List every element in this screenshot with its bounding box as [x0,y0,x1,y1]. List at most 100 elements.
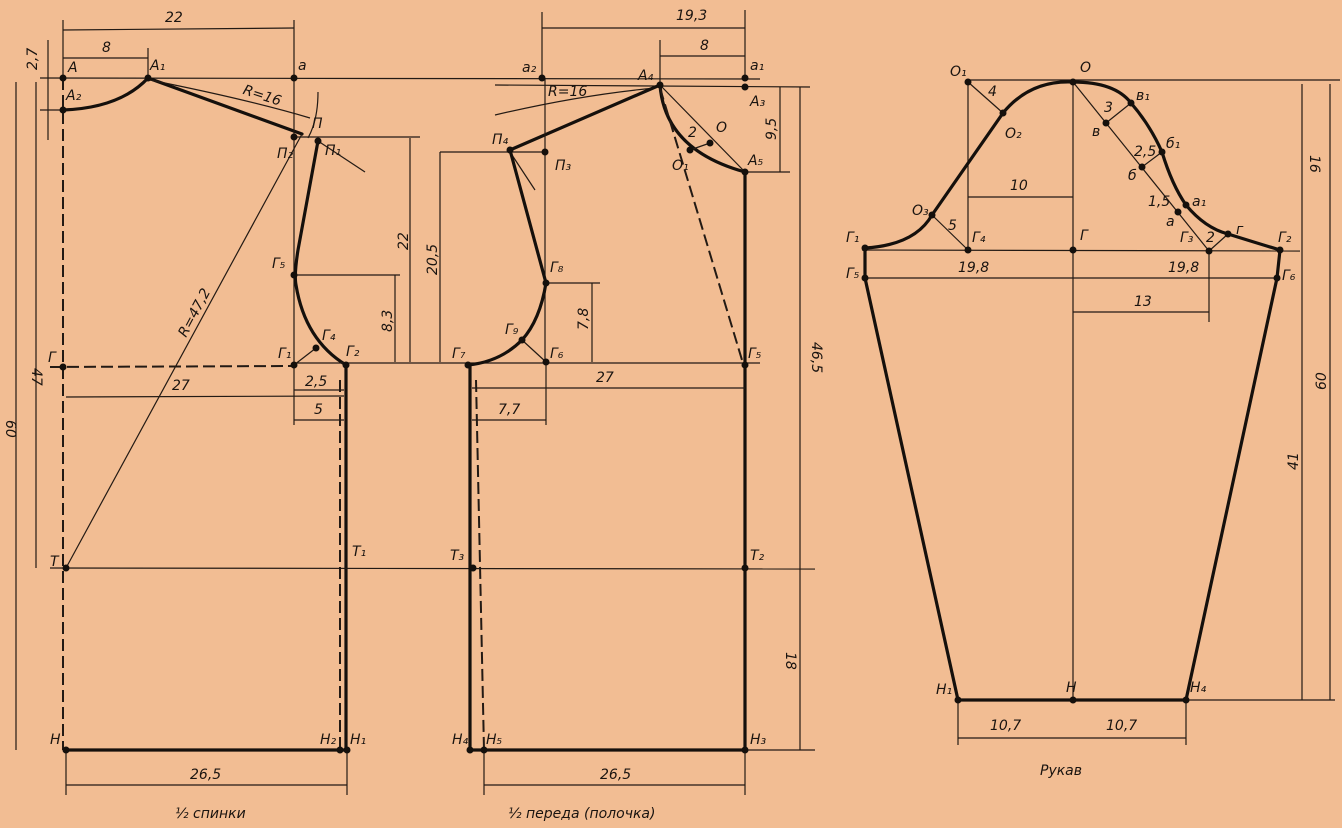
dim-label: 18 [782,652,798,670]
point-label: O₁ [950,64,967,80]
dim-label: 26,5 [190,767,221,783]
point-label: O [716,120,727,136]
point-label: в [1092,124,1100,140]
dim-label: 8 [700,38,709,54]
point-label: a₂ [522,60,537,76]
front-neck-curve [658,83,747,174]
point-label: Г₈ [550,260,564,276]
top-baseline [39,77,761,80]
point-label: Г₂ [346,344,360,360]
point-label: a [1166,214,1175,230]
bisector [293,347,317,366]
dim-label: 26,5 [600,767,631,783]
front-point-markers [464,74,749,754]
point-label: A₄ [637,68,654,84]
sleeve-piece: O O₁ O₂ O₃ Г₁ Г₄ Г Г₂ Г₃ Г₅ Г₆ в в₁ б б₁… [846,60,1340,779]
dim-label: 10,7 [1106,718,1137,734]
back-neck-curve [61,76,150,112]
point-label: O [1080,60,1091,76]
point-label: a₁ [1192,194,1206,210]
dim-label: 13 [1134,294,1152,310]
dim-label: 60 [1314,372,1330,390]
dim-line-22 [62,27,295,31]
point-label: Г₄ [322,328,336,344]
sleeve-cap-curve [863,80,1282,252]
point-label: Г₃ [1180,230,1194,246]
point-label: Г₅ [272,256,286,272]
point-label: Н₁ [936,682,952,698]
offset-2 [1208,233,1229,252]
point-label: Г₅ [846,266,860,282]
neck-bisector [689,142,711,151]
point-label: Н₁ [350,732,366,748]
radius-arc-16 [149,79,311,119]
front-guide-dashed [659,87,743,361]
point-label: A₃ [749,94,766,110]
point-label: Г₁ [846,230,859,246]
point-label: A [67,60,78,76]
dim-label: 60 [2,420,18,438]
point-label: Т₁ [352,544,366,560]
point-label: Н₄ [1190,680,1207,696]
point-label: A₅ [747,153,764,169]
tangent-line [511,154,536,191]
o1-o2-line [967,81,1004,114]
dim-label: 2 [1206,230,1215,246]
dim-label: 19,8 [958,260,989,276]
point-label: Г₂ [1278,230,1292,246]
point-label: Г₆ [1282,268,1296,284]
ext-line [494,84,811,88]
point-label: П₃ [555,158,572,174]
point-label: A₁ [149,58,165,74]
point-label: O₁ [672,158,689,174]
point-label: O₃ [912,203,929,219]
point-label: Г₉ [505,322,519,338]
dim-label: 2 [688,125,697,141]
point-label: Н₅ [486,732,503,748]
dim-label: 46,5 [808,342,824,373]
point-label: Г₅ [748,346,762,362]
dim-label: 27 [596,370,614,386]
dim-label: 19,3 [676,8,707,24]
dim-label: 1,5 [1148,194,1170,210]
back-caption: ½ спинки [175,806,246,822]
radius-arc-16 [494,87,656,116]
dim-label: 7,7 [498,402,520,418]
back-piece: A A₁ A₂ a П П₁ П₂ Г₅ Г₄ Г₁ Г₂ Г Т Т₁ Н Н… [2,10,816,822]
point-label: Г₇ [452,346,466,362]
point-label: П₂ [277,146,294,162]
dim-label: 2,5 [305,374,327,390]
offset-3 [1105,102,1132,124]
dim-label: 41 [1286,452,1302,470]
point-label: O₂ [1005,126,1022,142]
dim-label: 5 [948,218,957,234]
tangent-line [317,140,366,173]
dim-label: 10 [1010,178,1028,194]
o3-g4-line [931,214,969,251]
radius-line-47-2 [65,133,303,569]
point-label: г [1236,222,1244,238]
point-label: П₄ [492,132,509,148]
point-label: a [298,58,307,74]
sleeve-point-markers [861,78,1284,704]
point-label: Г₆ [550,346,564,362]
point-label: Т₃ [450,548,465,564]
sleeve-left-seam [863,276,960,702]
offset-2-5 [1141,151,1163,168]
point-label: Г [48,350,57,366]
dim-label: 22 [165,10,183,26]
point-label: Г₄ [972,230,986,246]
dim-label: 9,5 [764,118,780,140]
front-piece: a₂ a₁ A₄ A₃ A₅ O₁ O 2 П₄ П₃ Г₈ Г₉ Г₆ Г₇ … [425,8,824,822]
bisector [521,339,547,363]
dim-label: 2,5 [1134,144,1156,160]
point-label: в₁ [1136,88,1150,104]
front-caption: ½ переда (полочка) [508,806,655,822]
back-point-markers [59,74,351,754]
front-shoulder-line [508,83,662,152]
dim-label: 27 [172,378,190,394]
dim-label: 4 [988,84,997,100]
dim-label: 19,8 [1168,260,1199,276]
